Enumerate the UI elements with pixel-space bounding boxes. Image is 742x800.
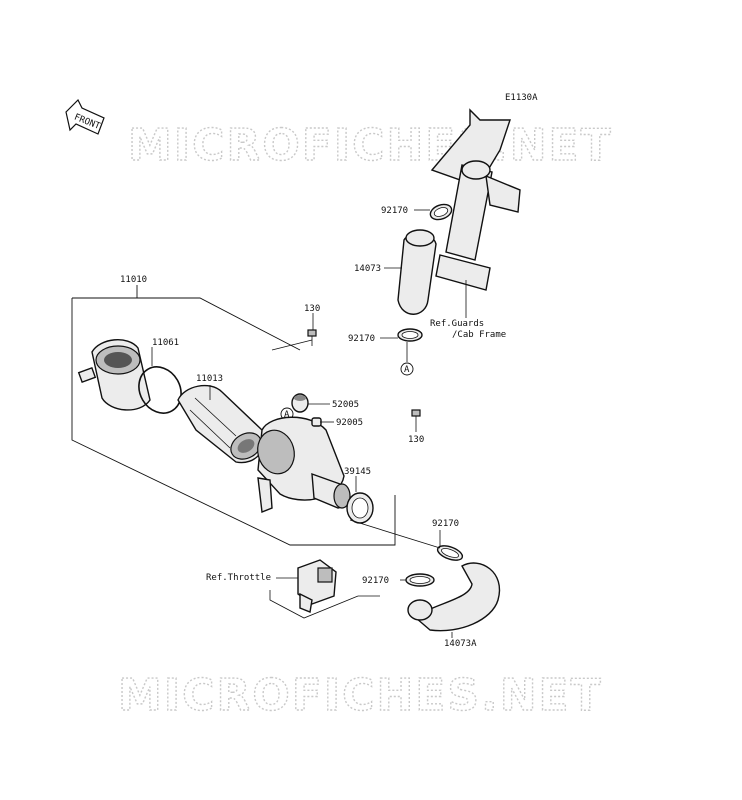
label-14073: 14073	[354, 264, 381, 274]
clamp-92170-bottom	[405, 573, 435, 587]
clamp-92170-lower	[397, 328, 423, 362]
label-92170-lower: 92170	[348, 334, 375, 344]
diagram-code: E1130A	[505, 93, 538, 103]
label-ref-cab-frame: /Cab Frame	[452, 330, 506, 340]
label-14073A: 14073A	[444, 639, 477, 649]
watermark-bottom: MICROFICHES.NET	[118, 670, 603, 721]
hose-14073	[397, 229, 437, 315]
assembly-frame-11010	[71, 285, 396, 546]
label-92170-bottom: 92170	[362, 576, 389, 586]
label-11061: 11061	[152, 338, 179, 348]
bolt-130-right	[411, 409, 421, 424]
plug-92005	[311, 417, 322, 427]
leader-lines	[151, 209, 453, 638]
front-arrow-icon: FRONT	[65, 98, 105, 135]
label-92170-mid: 92170	[432, 519, 459, 529]
svg-text:A: A	[284, 410, 290, 420]
label-ref-throttle: Ref.Throttle	[206, 573, 271, 583]
bolt-130-top	[307, 329, 317, 346]
hose-14073A	[407, 562, 501, 632]
throttle-body	[297, 559, 337, 613]
clamp-92170-mid	[436, 545, 464, 561]
o-ring-11061	[138, 366, 182, 414]
label-ref-guards: Ref.Guards	[430, 319, 484, 329]
label-92005: 92005	[336, 418, 363, 428]
clamp-92170-upper	[429, 203, 453, 221]
filter-element-11013	[177, 384, 265, 464]
callout-a-top: A	[400, 362, 414, 376]
air-cleaner-housing	[257, 416, 351, 513]
air-cleaner-cover	[77, 339, 151, 411]
watermark-top: MICROFICHES.NET	[128, 120, 613, 171]
label-130-right: 130	[408, 435, 424, 445]
frame-intake-pipe	[430, 108, 521, 318]
label-11010: 11010	[120, 275, 147, 285]
svg-text:A: A	[404, 365, 410, 375]
label-39145: 39145	[344, 467, 371, 477]
cap-52005	[291, 393, 309, 413]
label-92170-upper: 92170	[381, 206, 408, 216]
clamp-39145	[346, 492, 374, 524]
label-130-top: 130	[304, 304, 320, 314]
label-11013: 11013	[196, 374, 223, 384]
label-52005: 52005	[332, 400, 359, 410]
